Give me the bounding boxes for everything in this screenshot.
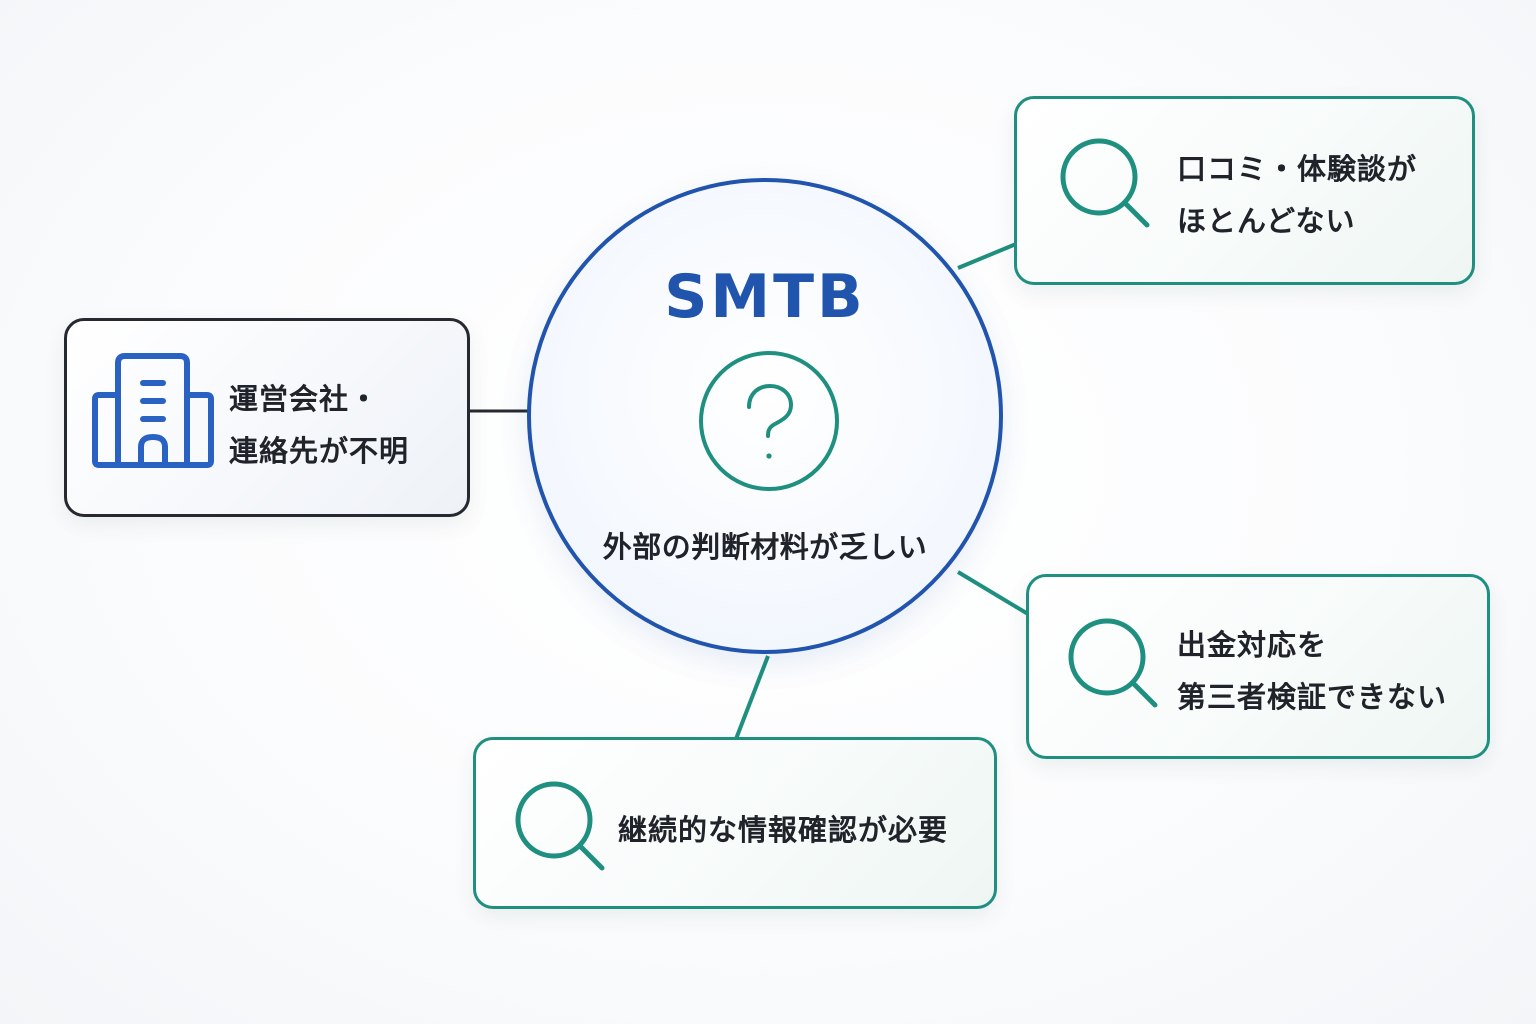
card-company-unknown: 運営会社・ 連絡先が不明	[64, 318, 470, 517]
card-label: 出金対応を 第三者検証できない	[1177, 619, 1447, 723]
card-label-line: 口コミ・体験談が	[1177, 152, 1418, 186]
card-ongoing-check-needed: 継続的な情報確認が必要	[473, 737, 997, 909]
card-label-line: 連絡先が不明	[229, 434, 410, 468]
card-label-line: 第三者検証できない	[1177, 680, 1448, 714]
card-label-line: ほとんどない	[1177, 204, 1356, 238]
card-label: 継続的な情報確認が必要	[618, 804, 948, 856]
search-icon	[515, 781, 605, 871]
card-label-line: 運営会社・	[229, 382, 380, 416]
card-label: 運営会社・ 連絡先が不明	[229, 373, 409, 477]
question-mark-icon	[699, 351, 839, 491]
card-reviews-scarce: 口コミ・体験談が ほとんどない	[1014, 96, 1475, 285]
hub-caption: 外部の判断材料が乏しい	[602, 530, 928, 564]
building-icon	[92, 353, 214, 468]
connector-ongoing	[734, 655, 770, 740]
card-label: 口コミ・体験談が ほとんどない	[1177, 143, 1417, 247]
search-icon	[1068, 618, 1158, 708]
card-label-line: 継続的な情報確認が必要	[618, 813, 949, 847]
card-withdrawal-unverifiable: 出金対応を 第三者検証できない	[1026, 574, 1490, 759]
connector-withdraw	[956, 570, 1030, 616]
card-label-line: 出金対応を	[1177, 628, 1328, 662]
connector-reviews	[957, 242, 1017, 270]
hub-circle: SMTB 外部の判断材料が乏しい	[527, 178, 1003, 654]
search-icon	[1060, 138, 1150, 228]
hub-title: SMTB	[664, 262, 866, 332]
